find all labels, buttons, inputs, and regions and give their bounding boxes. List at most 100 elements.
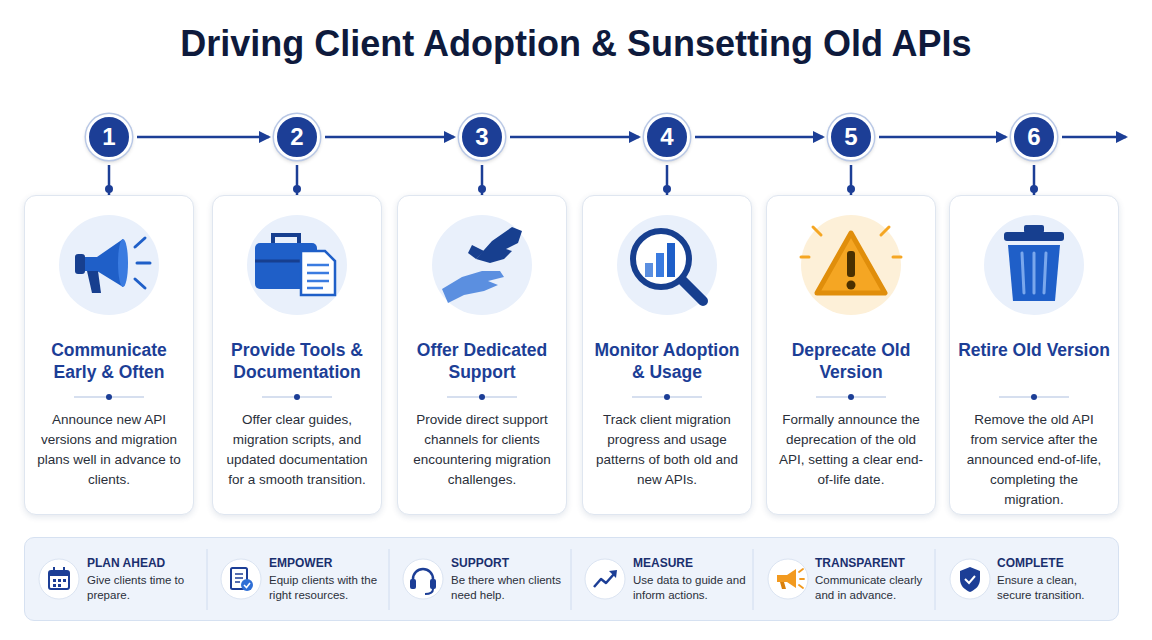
megaphone-icon-part-part xyxy=(135,279,145,288)
principle-heading: PLAN AHEAD xyxy=(87,556,165,570)
step-description: Provide direct support channels for clie… xyxy=(408,410,556,490)
trash-can-icon-part xyxy=(1022,253,1046,293)
document-check-icon xyxy=(221,559,261,599)
document-check-icon-part xyxy=(221,559,261,599)
warning-icon-part xyxy=(817,233,885,293)
principle-item: MEASUREUse data to guide and inform acti… xyxy=(571,538,753,620)
megaphone-icon-part-part xyxy=(137,262,150,265)
megaphone-icon-part xyxy=(59,215,159,315)
briefcase-icon-part-part xyxy=(307,264,329,267)
principles-band: PLAN AHEADGive clients time to prepare.E… xyxy=(24,537,1119,621)
trash-can-icon-part-part xyxy=(1022,253,1024,293)
band-separator-part xyxy=(207,549,208,610)
calendar-icon xyxy=(39,559,79,599)
warning-icon-part xyxy=(801,215,901,315)
connector-line xyxy=(296,165,299,195)
junction-dots-part xyxy=(105,185,113,193)
megaphone-icon-part xyxy=(135,238,150,288)
step-number: 3 xyxy=(459,114,505,160)
principle-heading: EMPOWER xyxy=(269,556,332,570)
briefcase-icon xyxy=(247,215,347,315)
step-number-label: 1 xyxy=(102,125,115,149)
step-card: Deprecate Old VersionFormally announce t… xyxy=(766,195,936,515)
principle-item: TRANSPARENTCommunicate clearly and in ad… xyxy=(753,538,935,620)
principle-description: Equip clients with the right resources. xyxy=(269,573,383,603)
principle-heading: SUPPORT xyxy=(451,556,509,570)
flow-arrow xyxy=(137,136,269,139)
briefcase-icon-part xyxy=(255,260,317,263)
principle-description: Ensure a clean, secure transition. xyxy=(997,573,1111,603)
card-divider-part xyxy=(999,396,1069,398)
megaphone-small-icon-part-part xyxy=(800,578,804,580)
step-card: Communicate Early & OftenAnnounce new AP… xyxy=(24,195,194,515)
document-check-icon-part xyxy=(244,583,250,588)
principle-heading: MEASURE xyxy=(633,556,693,570)
magnifier-chart-icon-part xyxy=(681,279,703,301)
calendar-icon-part-part xyxy=(53,579,56,582)
trend-icon-part xyxy=(609,570,617,578)
briefcase-icon-part-part xyxy=(307,272,329,275)
trash-can-icon-part xyxy=(1004,232,1064,241)
step-number: 6 xyxy=(1011,114,1057,160)
card-divider-part xyxy=(664,394,670,400)
headset-icon-part xyxy=(403,559,443,599)
step-number: 2 xyxy=(274,114,320,160)
document-check-icon-part-part xyxy=(235,573,243,575)
warning-icon-part-part xyxy=(881,227,889,235)
warning-icon xyxy=(801,215,901,315)
card-divider-part xyxy=(1031,394,1037,400)
warning-icon-part-part xyxy=(893,256,901,259)
junction-dots-part xyxy=(1030,185,1038,193)
megaphone-small-icon-part xyxy=(799,569,804,588)
warning-icon-part xyxy=(801,227,901,257)
calendar-icon-part-part xyxy=(58,584,61,587)
briefcase-icon-part-part xyxy=(307,287,323,290)
step-number-label: 3 xyxy=(475,125,488,149)
card-divider-part xyxy=(848,394,854,400)
megaphone-icon-part xyxy=(81,239,123,287)
step-number-label: 2 xyxy=(290,125,303,149)
calendar-icon-part xyxy=(53,579,66,587)
card-divider xyxy=(74,394,1069,400)
step-description: Offer clear guides, migration scripts, a… xyxy=(223,410,371,490)
magnifier-chart-icon-part xyxy=(656,253,664,277)
principle-heading: COMPLETE xyxy=(997,556,1064,570)
card-divider-part xyxy=(479,394,485,400)
junction-dots-part xyxy=(478,185,486,193)
step-description: Announce new API versions and migration … xyxy=(35,410,183,490)
card-divider-part xyxy=(447,396,517,398)
trend-icon-part xyxy=(594,574,614,587)
helping-hands-icon-part xyxy=(432,215,532,315)
step-description: Formally announce the deprecation of the… xyxy=(777,410,925,490)
helping-hands-icon xyxy=(432,215,532,315)
step-description: Remove the old API from service after th… xyxy=(960,410,1108,510)
diagram-title: Driving Client Adoption & Sunsetting Old… xyxy=(0,22,1152,66)
megaphone-small-icon xyxy=(768,559,808,599)
megaphone-small-icon-part xyxy=(768,559,808,599)
briefcase-icon-part xyxy=(273,235,299,243)
calendar-icon-part xyxy=(53,567,55,573)
shield-icon xyxy=(950,559,990,599)
trash-can-icon-part xyxy=(984,215,1084,315)
connector-line xyxy=(108,165,111,195)
band-separator-part xyxy=(935,549,936,610)
calendar-icon-part xyxy=(49,571,69,576)
megaphone-icon-part xyxy=(87,271,101,293)
card-divider-part xyxy=(632,396,702,398)
principle-heading: TRANSPARENT xyxy=(815,556,905,570)
band-separator-part xyxy=(389,549,390,610)
calendar-icon-part xyxy=(39,559,79,599)
calendar-icon-part-part xyxy=(58,579,61,582)
calendar-icon-part xyxy=(63,567,65,573)
connector-line xyxy=(666,165,669,195)
briefcase-icon-part xyxy=(301,251,335,295)
trash-can-icon-part xyxy=(1008,245,1060,301)
card-divider-part xyxy=(74,396,144,398)
shield-icon-part xyxy=(965,576,975,583)
magnifier-chart-icon-part xyxy=(645,263,653,277)
trash-can-icon-part xyxy=(1024,225,1044,233)
megaphone-small-icon-part-part xyxy=(799,569,803,572)
flow-arrow xyxy=(510,136,639,139)
principle-description: Be there when clients need help. xyxy=(451,573,565,603)
document-check-icon-part-part xyxy=(235,581,240,583)
